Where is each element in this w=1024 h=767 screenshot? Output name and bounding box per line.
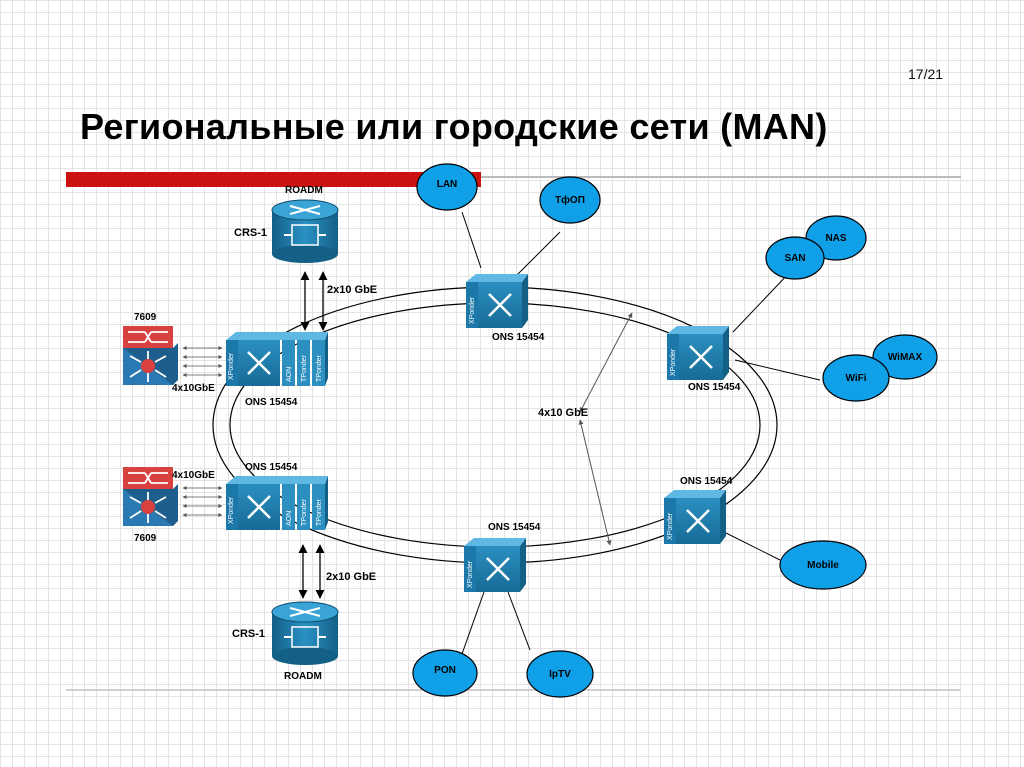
link-top-label: 2x10 GbE [327, 284, 377, 296]
ons-lower-right: XPonder [664, 490, 726, 544]
footer-divider [66, 689, 961, 691]
ons-left-lower-label: ONS 15454 [245, 462, 298, 473]
ons-bottom: XPonder [464, 538, 526, 592]
ons-left-lower: XPonder AON TPonder TPonder [226, 476, 328, 530]
client-pon: PON [412, 649, 478, 697]
ons-left-upper: XPonder AON TPonder TPonder [226, 332, 328, 386]
router-bottom-links [182, 486, 223, 517]
slide-title: Региональные или городские сети (MAN) [80, 106, 828, 147]
client-pon-label: PON [434, 665, 456, 676]
ring-cross-link-2 [578, 419, 612, 546]
client-tfop: ТфОП [539, 176, 601, 224]
roadm-top [271, 199, 339, 263]
roadm-bottom [271, 601, 339, 665]
client-lan-label: LAN [437, 179, 458, 190]
ons-lower-right-label: ONS 15454 [680, 476, 733, 487]
lan-link [461, 211, 482, 269]
router-top-link: 4x10GbE [172, 383, 215, 394]
xponder-text-ll: XPonder [228, 496, 235, 524]
xponder-text-top: XPonder [469, 296, 476, 324]
xponder-text-right: XPonder [670, 348, 677, 376]
client-iptv-label: IpTV [549, 669, 571, 680]
client-lan: LAN [416, 163, 478, 211]
router-7609-top [123, 326, 178, 385]
xponder-text-lr: XPonder [667, 512, 674, 540]
ons-top: XPonder [466, 274, 528, 328]
tponder-text-lu2: TPonder [316, 354, 323, 382]
client-tfop-label: ТфОП [555, 194, 585, 206]
router-bottom-label: 7609 [134, 533, 157, 544]
link-bottom-label: 2x10 GbE [326, 571, 376, 583]
router-top-links [182, 346, 223, 377]
ons-right-label: ONS 15454 [688, 382, 741, 393]
iptv-link [507, 591, 531, 651]
ons-left-upper-label: ONS 15454 [245, 397, 298, 408]
page-number: 17/21 [908, 66, 944, 82]
ach-text-ll: AON [286, 511, 293, 526]
client-wimax: WiMAX [872, 334, 938, 380]
roadm-top-label: ROADM [285, 185, 323, 196]
title-divider [481, 176, 961, 178]
client-nas-label: NAS [825, 233, 846, 244]
client-san-label: SAN [784, 253, 805, 264]
client-wifi: WiFi [822, 354, 890, 402]
client-wimax-label: WiMAX [888, 352, 923, 363]
ring-link-label: 4x10 GbE [538, 407, 588, 419]
ons-top-label: ONS 15454 [492, 332, 545, 343]
ons-bottom-label: ONS 15454 [488, 522, 541, 533]
crs-top-label: CRS-1 [234, 227, 267, 239]
title-accent-bar [66, 172, 481, 187]
wifi-link [734, 359, 821, 381]
ach-text-lu: AON [286, 367, 293, 382]
xponder-text-bottom: XPonder [467, 560, 474, 588]
client-mobile-label: Mobile [807, 560, 839, 571]
tfop-link [511, 231, 561, 281]
ring-cross-link [579, 312, 633, 413]
client-wifi-label: WiFi [845, 373, 866, 384]
ons-right: XPonder [667, 326, 729, 380]
pon-link [461, 591, 485, 655]
router-top-label: 7609 [134, 312, 157, 323]
tponder-text-ll2: TPonder [316, 498, 323, 526]
tponder-text-ll1: TPonder [301, 498, 308, 526]
router-7609-bottom [123, 467, 178, 526]
client-mobile: Mobile [779, 540, 867, 590]
client-iptv: IpTV [526, 650, 594, 698]
client-san: SAN [765, 236, 825, 280]
roadm-bottom-label: ROADM [284, 671, 322, 682]
crs-bottom-label: CRS-1 [232, 628, 265, 640]
mobile-link [719, 529, 781, 561]
san-link [732, 271, 791, 333]
tponder-text-lu1: TPonder [301, 354, 308, 382]
xponder-text-lu: XPonder [228, 352, 235, 380]
router-bottom-link: 4x10GbE [172, 470, 215, 481]
